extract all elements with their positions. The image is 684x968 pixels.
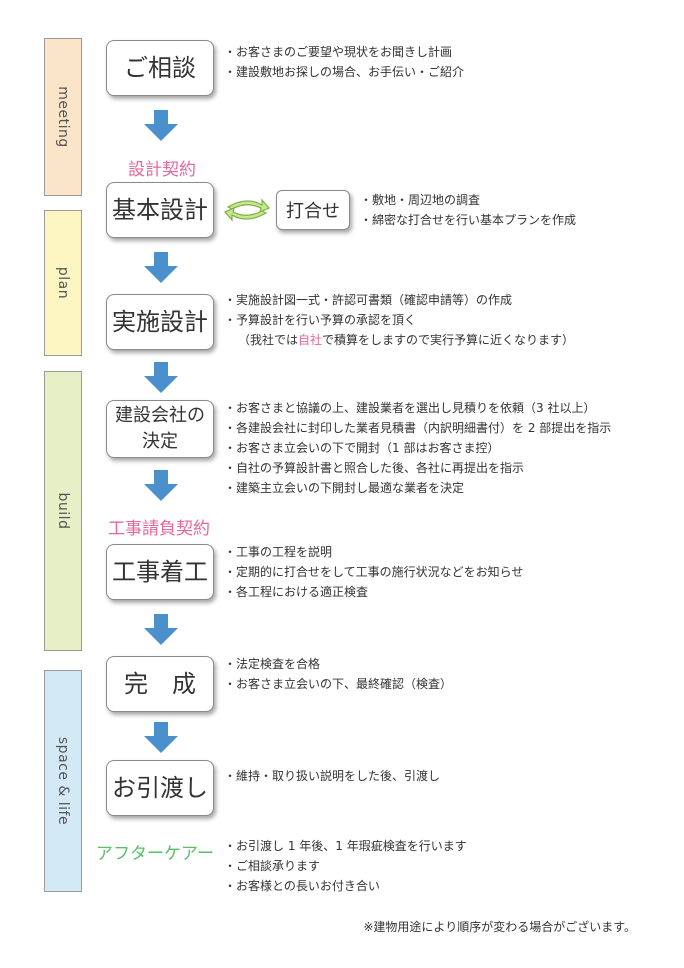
arrow-down-icon [144, 722, 178, 754]
note-highlight: 自社 [298, 333, 323, 347]
note-item: ・お客様との長いお付き合い [224, 879, 380, 893]
note-text: （我社では [238, 333, 299, 347]
arrow-down-icon [144, 110, 178, 142]
step-contractor-decision: 建設会社の 決定 [106, 400, 214, 458]
phase-label-meeting: meeting [55, 86, 71, 148]
aftercare-label: アフターケアー [96, 844, 214, 864]
note-item: ・自社の予算設計書と照合した後、各社に再提出を指示 [224, 461, 525, 475]
phase-build: build [44, 371, 82, 651]
arrow-down-icon [144, 470, 178, 502]
note-item: ・敷地・周辺地の調査 [360, 193, 481, 207]
step-consultation: ご相談 [106, 40, 214, 96]
notes-completion: ・法定検査を合格 ・お客さま立会いの下、最終確認（検査） [224, 654, 452, 694]
note-item: ・建築主立会いの下開封し最適な業者を決定 [224, 481, 465, 495]
step-handover: お引渡し [106, 760, 214, 816]
phase-label-build: build [55, 492, 71, 530]
notes-basic-design: ・敷地・周辺地の調査 ・綿密な打合せを行い基本プランを作成 [360, 190, 576, 230]
contract-design: 設計契約 [128, 160, 196, 180]
step-detailed-design: 実施設計 [106, 294, 214, 350]
step-construction-start: 工事着工 [106, 544, 214, 600]
note-item: ・綿密な打合せを行い基本プランを作成 [360, 213, 577, 227]
note-item: ・各建設会社に封印した業者見積書（内訳明細書付）を 2 部提出を指示 [224, 421, 612, 435]
footnote: ※建物用途により順序が変わる場合がございます。 [363, 920, 636, 934]
step-basic-design: 基本設計 [106, 182, 214, 238]
notes-aftercare: ・お引渡し 1 年後、1 年瑕疵検査を行います ・ご相談承ります ・お客様との長… [224, 836, 467, 896]
notes-construction: ・工事の工程を説明 ・定期的に打合せをして工事の施行状況などをお知らせ ・各工程… [224, 542, 523, 602]
step-label-line2: 決定 [142, 431, 178, 452]
note-item: ・工事の工程を説明 [224, 545, 333, 559]
cycle-arrows-icon [224, 198, 270, 222]
note-item: ・お客さま立会いの下、最終確認（検査） [224, 677, 453, 691]
phase-space-life: space & life [44, 670, 82, 892]
arrow-down-icon [144, 252, 178, 284]
notes-handover: ・維持・取り扱い説明をした後、引渡し [224, 766, 440, 786]
phase-meeting: meeting [44, 38, 82, 196]
note-item: ・実施設計図一式・許認可書類（確認申請等）の作成 [224, 293, 513, 307]
note-item: ・定期的に打合せをして工事の施行状況などをお知らせ [224, 565, 524, 579]
note-item: ・お客さまのご要望や現状をお聞きし計画 [224, 45, 453, 59]
step-label-line1: 建設会社の [115, 404, 205, 426]
meeting-box: 打合せ [276, 190, 350, 230]
step-label: 完 成 [124, 669, 196, 698]
phase-label-plan: plan [55, 266, 71, 300]
step-completion: 完 成 [106, 656, 214, 712]
note-text: で積算をしますので実行予算に近くなります） [322, 333, 575, 347]
note-item: ・お客さまと協議の上、建設業者を選出し見積りを依頼（3 社以上） [224, 401, 596, 415]
note-item: ・各工程における適正検査 [224, 585, 369, 599]
phase-plan: plan [44, 210, 82, 356]
note-item: ・予算設計を行い予算の承認を頂く [224, 313, 417, 327]
note-item: ・法定検査を合格 [224, 657, 321, 671]
note-item: ・建設敷地お探しの場合、お手伝い・ご紹介 [224, 65, 465, 79]
step-label: お引渡し [112, 773, 208, 802]
notes-detailed-design: ・実施設計図一式・許認可書類（確認申請等）の作成 ・予算設計を行い予算の承認を頂… [224, 290, 574, 350]
step-label: 工事着工 [112, 557, 208, 586]
notes-consultation: ・お客さまのご要望や現状をお聞きし計画 ・建設敷地お探しの場合、お手伝い・ご紹介 [224, 42, 464, 82]
step-label: 実施設計 [112, 307, 208, 336]
notes-contractor: ・お客さまと協議の上、建設業者を選出し見積りを依頼（3 社以上） ・各建設会社に… [224, 398, 611, 498]
phase-label-space-life: space & life [55, 736, 71, 826]
note-item-continuation: （我社では自社で積算をしますので実行予算に近くなります） [224, 330, 574, 350]
note-item: ・お客さま立会いの下で開封（1 部はお客さま控） [224, 441, 500, 455]
contract-construction: 工事請負契約 [108, 519, 210, 539]
note-item: ・ご相談承ります [224, 859, 321, 873]
arrow-down-icon [144, 362, 178, 394]
step-label: ご相談 [124, 53, 196, 82]
arrow-down-icon [144, 614, 178, 646]
note-item: ・維持・取り扱い説明をした後、引渡し [224, 769, 441, 783]
note-item: ・お引渡し 1 年後、1 年瑕疵検査を行います [224, 839, 467, 853]
step-label: 基本設計 [112, 195, 208, 224]
